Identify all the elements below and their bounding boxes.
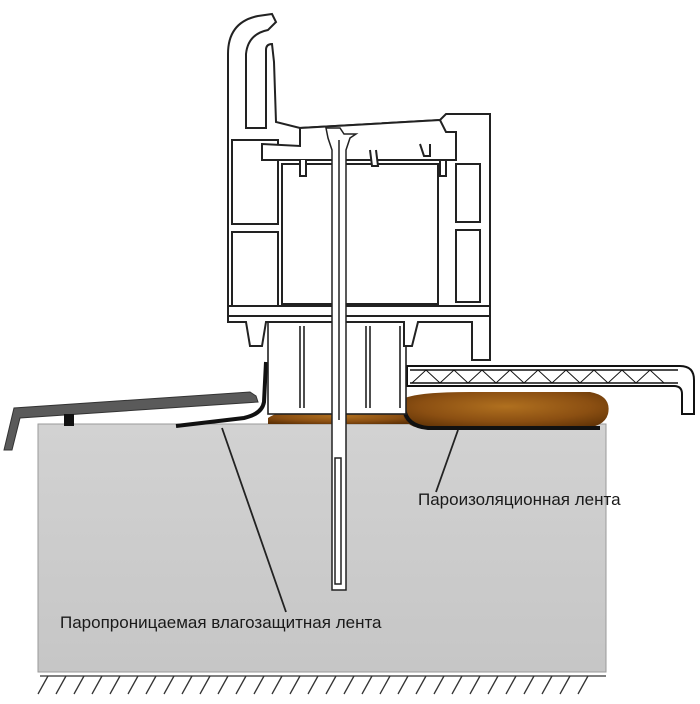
hatch-line <box>55 675 67 695</box>
hatch-line <box>199 675 211 695</box>
label-vapor-permeable-tape: Паропроницаемая влагозащитная лента <box>60 613 382 632</box>
hatch-line <box>559 675 571 695</box>
leader-line-vapor-barrier <box>435 429 459 493</box>
hatch-line <box>271 675 283 695</box>
sill-core-zigzag <box>411 369 665 384</box>
exterior-drip-sill <box>3 391 259 451</box>
vapor-permeable-tape <box>175 361 268 428</box>
ground-hatching <box>37 675 606 695</box>
hatch-line <box>307 675 319 695</box>
mounting-foam-right <box>403 392 609 428</box>
hatch-line <box>523 675 535 695</box>
pvc-frame-profile <box>227 12 491 361</box>
hatch-line <box>541 675 553 695</box>
leader-line-vapor-permeable <box>221 427 287 613</box>
hatch-line <box>217 675 229 695</box>
hatch-line <box>415 675 427 695</box>
hatch-line <box>343 675 355 695</box>
hatch-line <box>109 675 121 695</box>
hatch-line <box>163 675 175 695</box>
hatch-line <box>91 675 103 695</box>
anchor-fastener <box>325 127 359 591</box>
hatch-line <box>451 675 463 695</box>
hatch-line <box>361 675 373 695</box>
drip-sill-bracket <box>64 414 74 426</box>
hatch-line <box>577 675 589 695</box>
hatch-line <box>145 675 157 695</box>
hatch-line <box>325 675 337 695</box>
hatch-line <box>289 675 301 695</box>
hatch-line <box>127 675 139 695</box>
hatch-line <box>433 675 445 695</box>
hatch-line <box>253 675 265 695</box>
wall-block <box>37 423 607 673</box>
hatch-line <box>235 675 247 695</box>
hatch-line <box>397 675 409 695</box>
hatch-line <box>505 675 517 695</box>
hatch-line <box>73 675 85 695</box>
hatch-line <box>379 675 391 695</box>
hatch-line <box>469 675 481 695</box>
hatch-line <box>37 675 49 695</box>
interior-window-sill <box>406 365 695 415</box>
label-vapor-barrier-tape: Пароизоляционная лента <box>418 490 621 509</box>
hatch-line <box>181 675 193 695</box>
hatch-line <box>487 675 499 695</box>
